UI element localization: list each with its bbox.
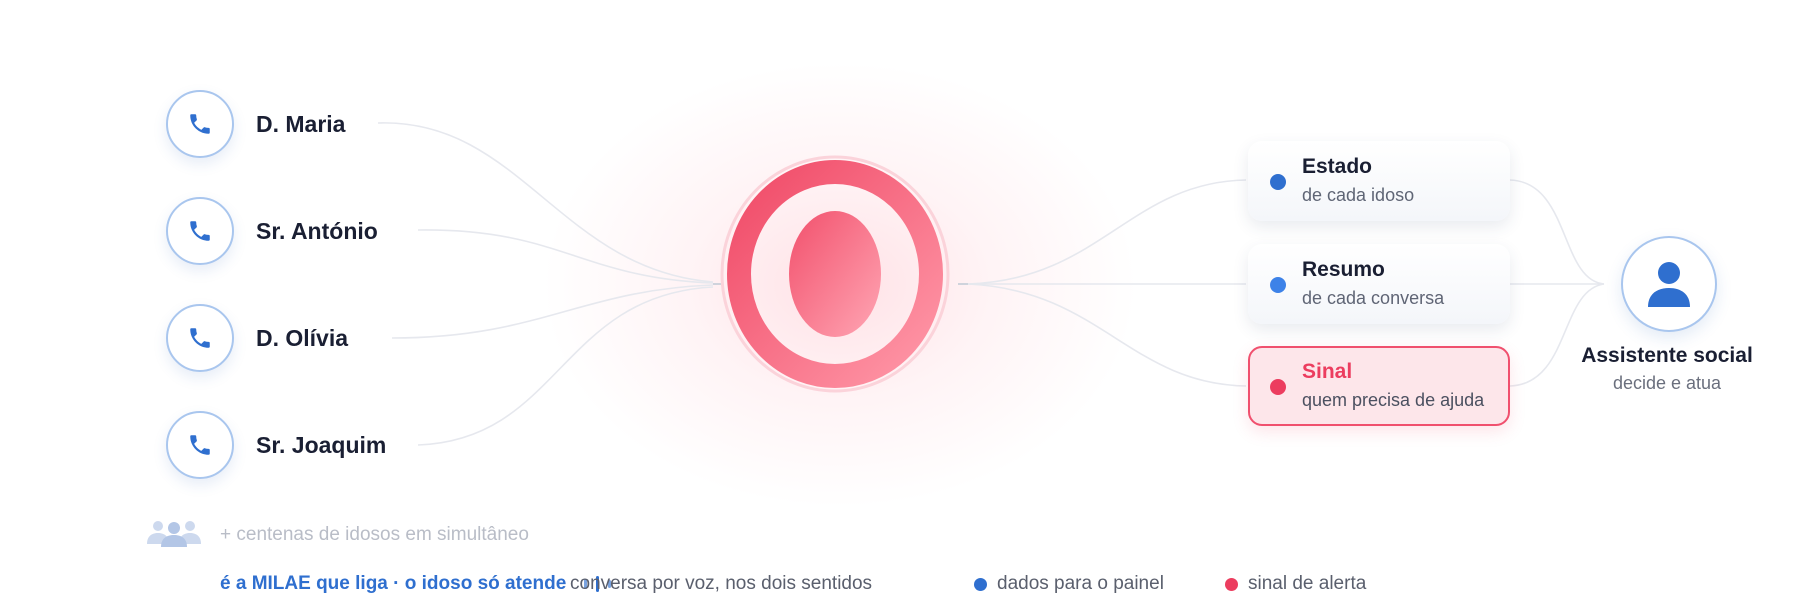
card-resumo[interactable]: Resumo de cada conversa (1248, 244, 1510, 324)
card-title: Resumo (1302, 258, 1385, 281)
milae-logo-icon (720, 155, 950, 393)
wire-sr-antonio (417, 229, 714, 284)
alert-dot-icon (1270, 379, 1286, 395)
wire-estado-user (1509, 179, 1605, 285)
crowd-caption: + centenas de idosos em simultâneo (220, 524, 529, 545)
wire-to-sinal (967, 283, 1247, 387)
phone-icon (166, 304, 234, 372)
assistant-title: Assistente social (1581, 344, 1753, 367)
wire-d-olivia (391, 284, 714, 339)
phone-icon (166, 197, 234, 265)
legend-data-text: dados para o painel (997, 573, 1164, 594)
legend-voice-text: conversa por voz, nos dois sentidos (570, 573, 873, 594)
card-title: Estado (1302, 155, 1373, 178)
contact-name: D. Maria (256, 110, 346, 137)
contact-name: D. Olívia (256, 324, 349, 351)
status-dot-icon (1270, 174, 1286, 190)
assistant-subtitle: decide e atua (1612, 373, 1722, 393)
phone-icon (166, 411, 234, 479)
wire-d-maria (377, 122, 714, 283)
voice-wave-icon (584, 576, 612, 592)
card-subtitle: de cada conversa (1302, 288, 1445, 308)
wire-sinal-user (1509, 283, 1605, 387)
wire-sr-joaquim (417, 286, 714, 446)
legend-lead-text: é a MILAE que liga · o idoso só atende (220, 573, 567, 594)
legend-lead: é a MILAE que liga · o idoso só atende (220, 573, 620, 595)
status-dot-icon (1270, 277, 1286, 293)
contact-d-maria[interactable]: D. Maria (166, 90, 345, 158)
legend-alert-text: sinal de alerta (1248, 573, 1367, 594)
legend-data: dados para o painel (974, 573, 1164, 595)
card-sinal[interactable]: Sinal quem precisa de ajuda (1248, 346, 1510, 426)
data-dot-icon (974, 577, 987, 591)
assistant-avatar[interactable] (1621, 236, 1717, 332)
card-title: Sinal (1302, 360, 1353, 383)
contact-d-olivia[interactable]: D. Olívia (166, 304, 348, 372)
contact-name: Sr. António (256, 217, 378, 244)
people-icon (147, 521, 201, 547)
card-subtitle: quem precisa de ajuda (1302, 390, 1485, 410)
contact-sr-antonio[interactable]: Sr. António (166, 197, 378, 265)
contact-sr-joaquim[interactable]: Sr. Joaquim (166, 411, 386, 479)
legend-alert: sinal de alerta (1225, 573, 1366, 595)
phone-icon (166, 90, 234, 158)
card-subtitle: de cada idoso (1302, 185, 1415, 205)
alert-dot-icon (1225, 577, 1238, 591)
contact-name: Sr. Joaquim (256, 431, 387, 458)
wire-to-estado (967, 179, 1247, 285)
card-estado[interactable]: Estado de cada idoso (1248, 141, 1510, 221)
legend-voice: conversa por voz, nos dois sentidos (570, 573, 872, 595)
person-icon (1648, 262, 1690, 307)
